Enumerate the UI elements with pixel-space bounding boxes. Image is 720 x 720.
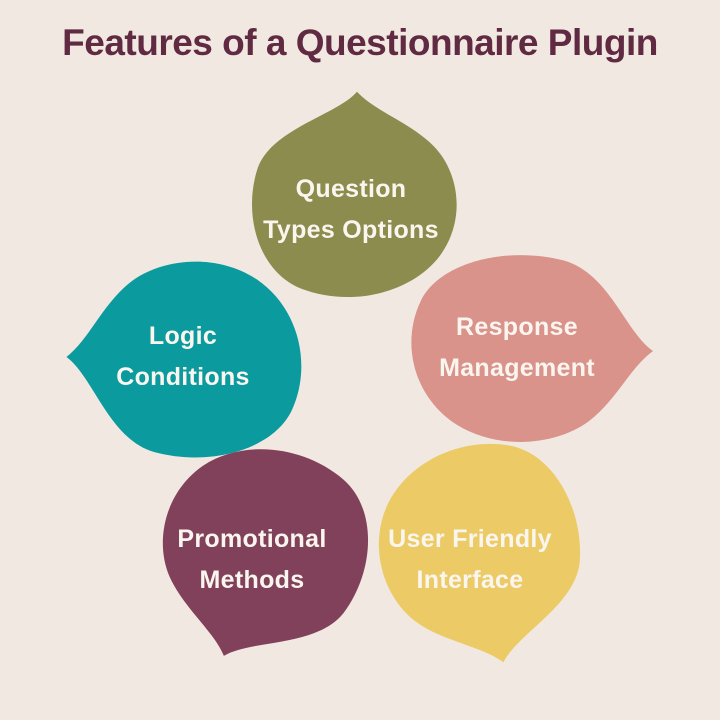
- petal-label-line: User Friendly: [388, 525, 552, 553]
- petal-label-line: Promotional: [177, 525, 327, 553]
- petal-label-user-friendly-interface: User Friendly Interface: [388, 519, 552, 601]
- petal-label-response-management: Response Management: [439, 307, 595, 389]
- petal-label-line: Management: [439, 354, 595, 382]
- petal-label-line: Logic: [148, 322, 218, 350]
- petal-label-line: Question: [295, 175, 407, 203]
- petal-label-line: Conditions: [116, 363, 250, 391]
- petal-label-line: Interface: [416, 566, 524, 594]
- petal-label-line: Types Options: [263, 216, 439, 244]
- petal-label-question-types-options: Question Types Options: [263, 169, 439, 251]
- page-title: Features of a Questionnaire Plugin: [62, 22, 658, 63]
- petal-label-line: Response: [456, 313, 578, 341]
- petal-label-logic-conditions: Logic Conditions: [116, 316, 250, 398]
- petal-label-promotional-methods: Promotional Methods: [177, 519, 326, 601]
- petal-label-line: Methods: [199, 566, 305, 594]
